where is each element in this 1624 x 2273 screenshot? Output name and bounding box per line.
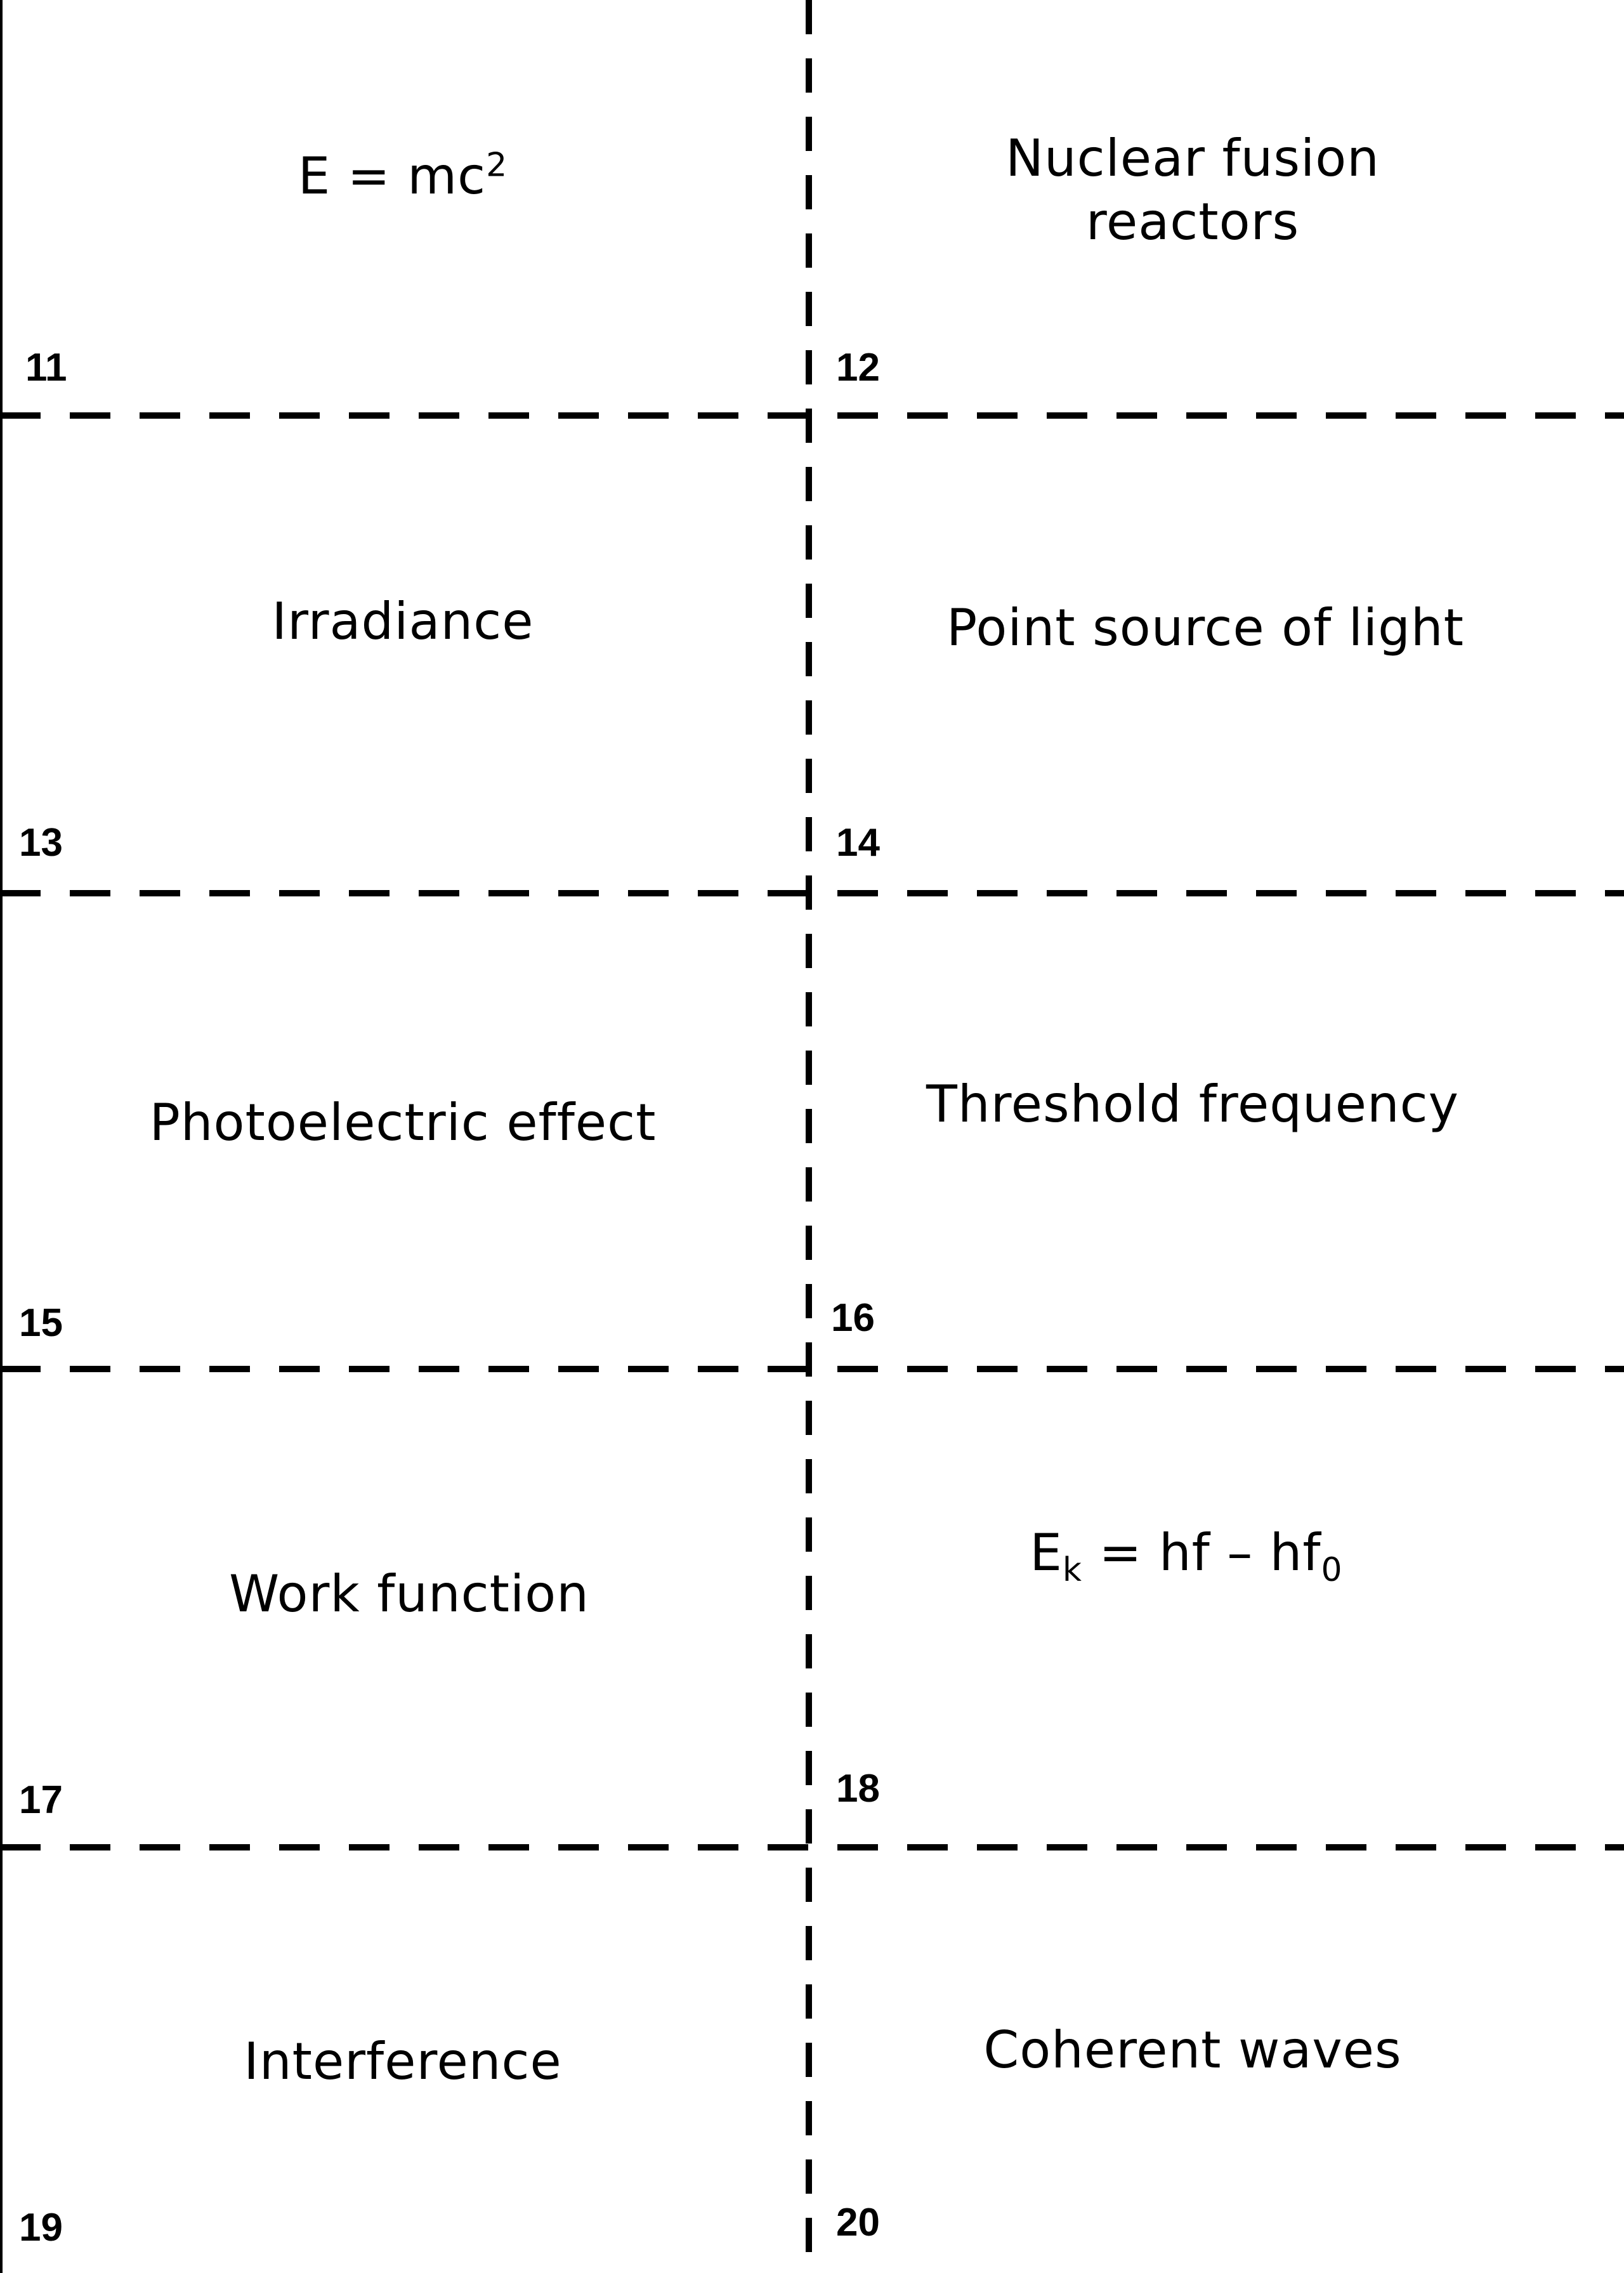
horizontal-cut-line-4 xyxy=(0,1844,1624,1850)
card-term: Work function xyxy=(229,1564,589,1623)
card-term: Interference xyxy=(244,2032,562,2091)
card-13: Irradiance 13 xyxy=(0,419,806,890)
term-subscript: k xyxy=(1062,1551,1083,1589)
card-number: 14 xyxy=(836,821,880,865)
card-term: Point source of light xyxy=(946,598,1464,657)
card-number: 13 xyxy=(19,821,63,865)
horizontal-cut-line-3 xyxy=(0,1366,1624,1372)
card-term: Ek = hf – hf0 xyxy=(749,1521,1624,1587)
card-number: 12 xyxy=(836,346,880,390)
card-11: E = mc2 11 xyxy=(0,0,806,412)
card-number: 16 xyxy=(831,1296,875,1340)
term-text: E = mc xyxy=(298,147,487,206)
term-subscript: 0 xyxy=(1321,1551,1343,1589)
card-15: Photoelectric effect 15 xyxy=(0,896,806,1366)
card-term: Photoelectric effect xyxy=(149,1093,657,1152)
card-17: Work function 17 xyxy=(0,1372,806,1844)
card-number: 20 xyxy=(836,2201,880,2244)
card-term: E = mc2 xyxy=(0,145,806,208)
horizontal-cut-line-1 xyxy=(0,412,1624,419)
card-term: Nuclear fusion reactors xyxy=(1005,129,1380,251)
term-text: E xyxy=(1030,1523,1063,1582)
card-number: 11 xyxy=(25,346,67,390)
card-19: Interference 19 xyxy=(0,1850,806,2273)
sheet-left-border xyxy=(0,0,3,2273)
card-18: Ek = hf – hf0 18 xyxy=(812,1372,1624,1844)
card-number: 15 xyxy=(19,1301,63,1345)
term-text: = hf – hf xyxy=(1082,1523,1321,1582)
card-term: Irradiance xyxy=(272,592,534,651)
card-number: 18 xyxy=(836,1767,880,1811)
card-12: Nuclear fusion reactors 12 xyxy=(812,0,1624,412)
card-16: Threshold frequency 16 xyxy=(812,896,1624,1366)
card-number: 19 xyxy=(19,2206,63,2250)
card-term: Coherent waves xyxy=(983,2021,1402,2080)
vertical-cut-line xyxy=(806,0,812,2273)
card-14: Point source of light 14 xyxy=(812,419,1624,890)
term-superscript: 2 xyxy=(486,146,508,185)
card-20: Coherent waves 20 xyxy=(812,1850,1624,2273)
horizontal-cut-line-2 xyxy=(0,890,1624,896)
card-number: 17 xyxy=(19,1778,63,1822)
card-term: Threshold frequency xyxy=(926,1075,1459,1134)
